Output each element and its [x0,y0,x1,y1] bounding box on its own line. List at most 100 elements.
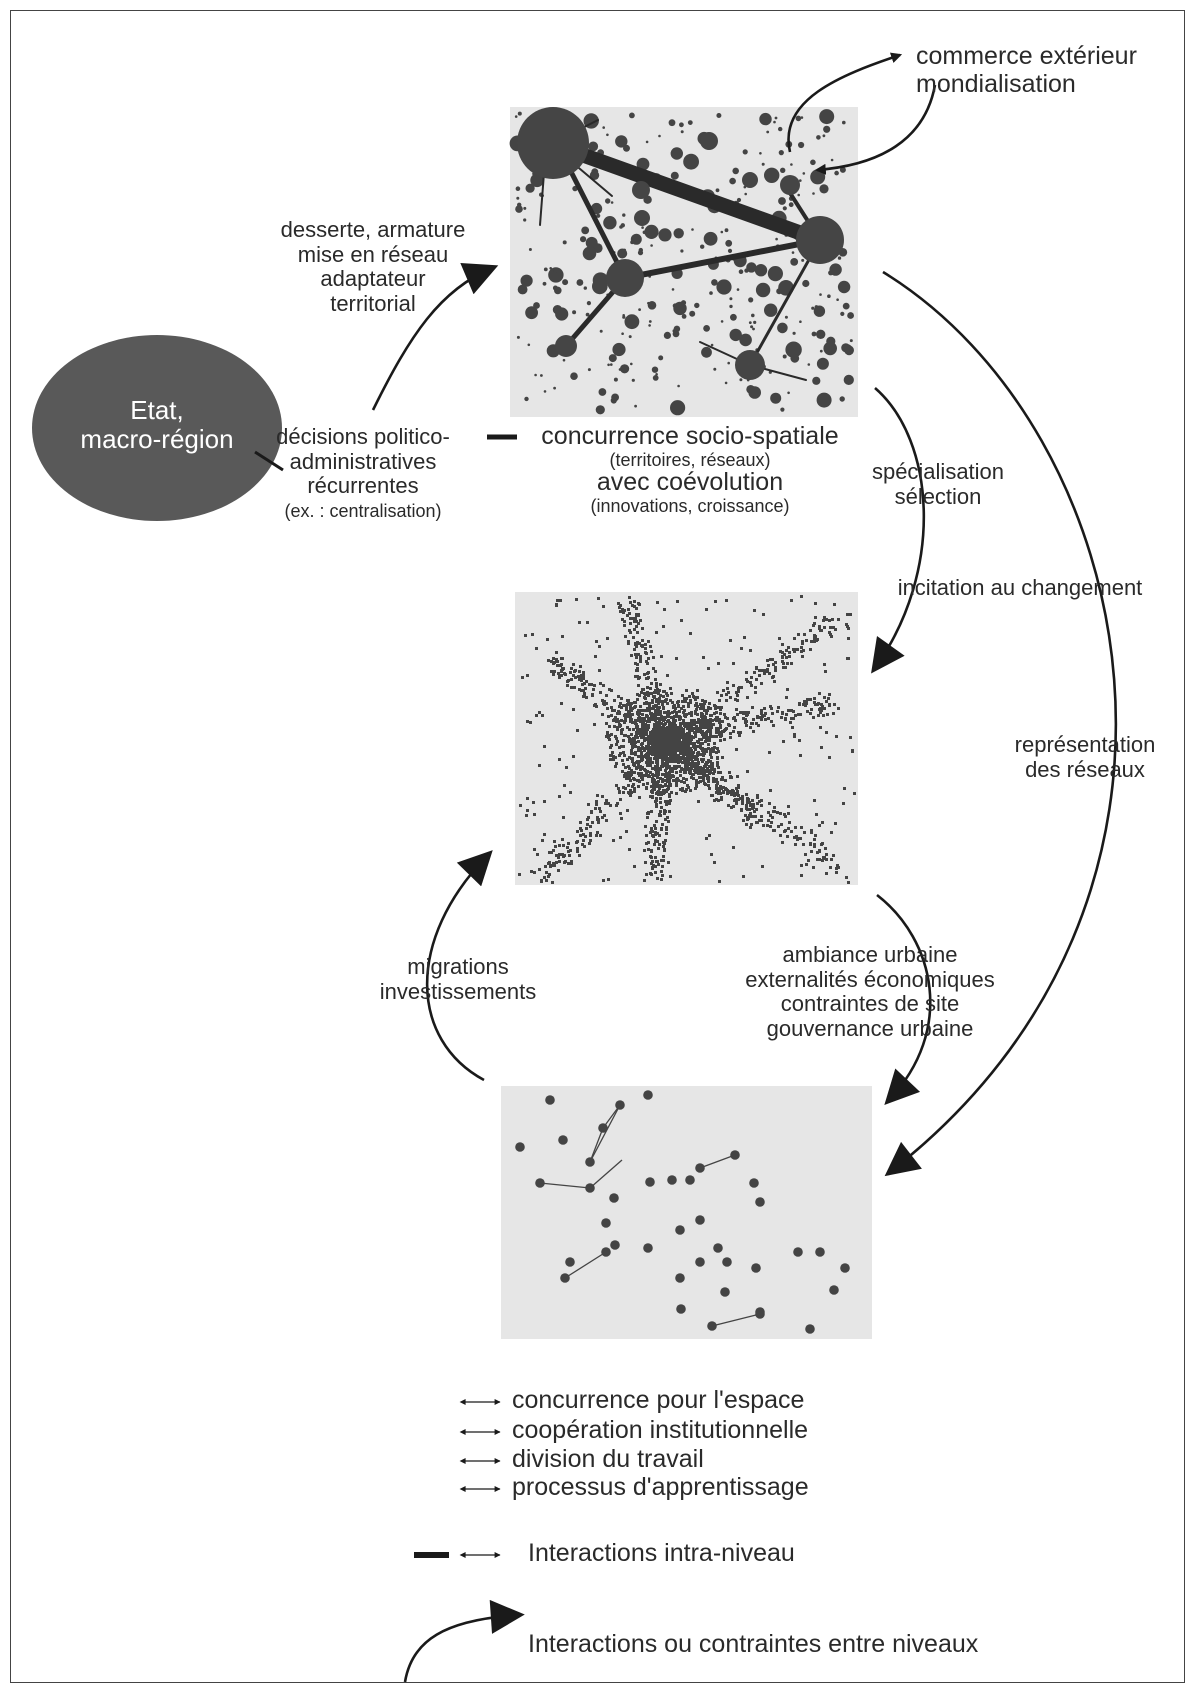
settlement-dot [790,163,793,166]
urban-pixel [710,794,713,797]
legend-item: coopération institutionnelle [512,1416,809,1444]
label-incitation: incitation au changement [897,575,1143,600]
urban-pixel [624,787,627,790]
urban-pixel [750,676,753,679]
urban-pixel [719,724,722,727]
settlement-dot [622,314,625,317]
urban-pixel [720,787,723,790]
urban-pixel [690,735,693,738]
urban-pixel [638,755,641,758]
urban-pixel [755,722,758,725]
actor-dot [840,1263,850,1273]
settlement-dot [750,325,754,329]
urban-pixel [675,784,678,787]
urban-pixel [612,719,615,722]
settlement-dot [839,166,846,173]
urban-pixel [638,780,641,783]
urban-pixel [666,757,669,760]
urban-pixel [639,619,642,622]
actor-dot [615,1100,625,1110]
urban-pixel [574,669,577,672]
urban-pixel [657,780,660,783]
urban-pixel [792,717,795,720]
urban-pixel [586,818,589,821]
urban-pixel [772,724,775,727]
urban-pixel [587,803,590,806]
urban-pixel [722,689,725,692]
urban-pixel [647,726,650,729]
urban-pixel [847,881,850,884]
urban-pixel [640,717,643,720]
urban-pixel [688,712,691,715]
urban-pixel [626,777,629,780]
urban-pixel [645,771,648,774]
urban-pixel [669,730,672,733]
urban-pixel [697,718,700,721]
urban-pixel [635,645,638,648]
urban-pixel [676,740,679,743]
urban-pixel [634,753,637,756]
urban-pixel [605,694,608,697]
settlement-dot [730,313,737,321]
urban-pixel [645,787,648,790]
urban-pixel [699,776,702,779]
urban-pixel [767,811,770,814]
urban-pixel [548,851,551,854]
legend-small-arrows [459,1399,501,1492]
urban-pixel [782,666,785,669]
urban-pixel [546,638,549,641]
settlement-dot [587,368,591,372]
urban-pixel [686,762,689,765]
settlement-dot [553,386,556,390]
urban-pixel [629,779,632,782]
urban-pixel [696,689,699,692]
urban-pixel [647,724,650,727]
urban-pixel [582,839,585,842]
urban-pixel [709,720,712,723]
urban-pixel [661,744,664,747]
urban-pixel [761,865,764,868]
urban-pixel [677,700,680,703]
settlement-dot [811,331,817,337]
urban-pixel [684,715,687,718]
urban-pixel [663,779,666,782]
urban-pixel [710,735,713,738]
urban-pixel [689,747,692,750]
urban-pixel [749,681,752,684]
urban-pixel [666,726,669,729]
urban-pixel [668,793,671,796]
urban-pixel [653,843,656,846]
urban-pixel [705,608,708,611]
urban-pixel [714,718,717,721]
urban-pixel [716,764,719,767]
urban-pixel [711,765,714,768]
urban-pixel [688,771,691,774]
urban-pixel [564,860,567,863]
urban-pixel [693,696,696,699]
urban-pixel [660,742,663,745]
urban-pixel [832,626,835,629]
urban-pixel [638,603,641,606]
urban-pixel [645,652,648,655]
settlement-dot [528,248,532,251]
settlement-dot [517,111,522,116]
urban-pixel [683,709,686,712]
urban-pixel [633,706,636,709]
urban-pixel [676,731,679,734]
urban-pixel [734,792,737,795]
urban-pixel [770,707,773,710]
settlement-dot [624,314,640,330]
urban-pixel [627,702,630,705]
actor-dot [675,1273,685,1283]
settlement-dot [680,249,684,253]
urban-pixel [651,780,654,783]
urban-pixel [644,697,647,700]
urban-pixel [599,810,602,813]
urban-pixel [771,712,774,715]
urban-pixel [690,714,693,717]
urban-pixel [615,804,618,807]
urban-pixel [619,836,622,839]
urban-pixel [679,736,682,739]
settlement-dot [729,328,742,342]
urban-pixel [634,617,637,620]
